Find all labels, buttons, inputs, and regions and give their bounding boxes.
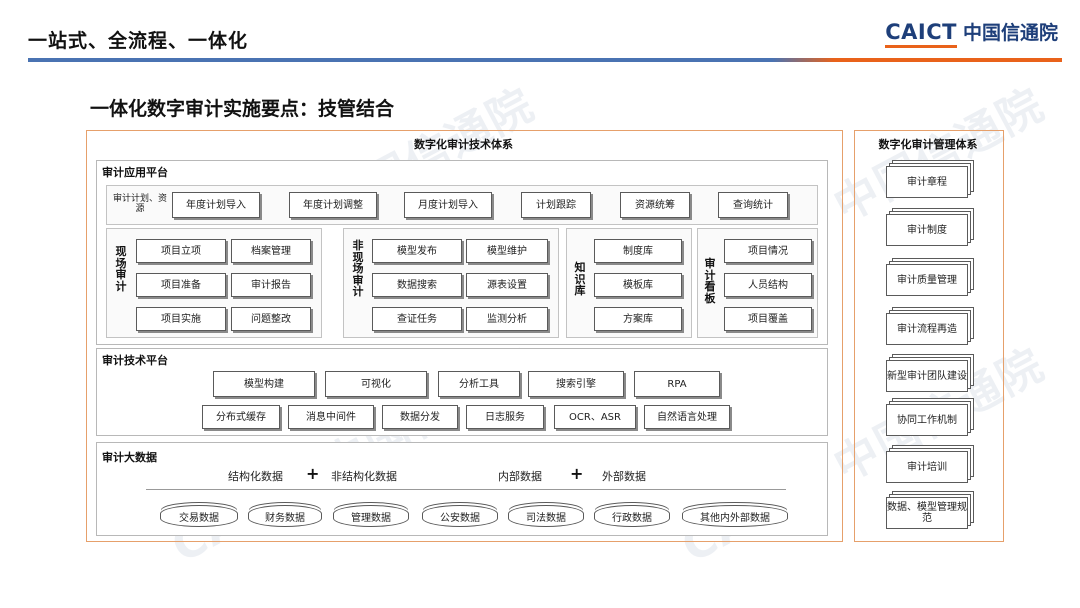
tech-item: RPA xyxy=(634,371,720,397)
dashboard-item: 人员结构 xyxy=(724,273,812,297)
logo-english: CAICT xyxy=(885,20,957,48)
caict-logo: CAICT 中国信通院 xyxy=(885,18,1058,48)
offsite-item: 模型维护 xyxy=(466,239,548,263)
data-source: 其他内外部数据 xyxy=(682,505,788,527)
tech-item: 消息中间件 xyxy=(288,405,374,429)
tech-system-frame xyxy=(86,130,843,542)
plan-annual-adjust: 年度计划调整 xyxy=(289,192,377,218)
data-source: 管理数据 xyxy=(333,505,409,527)
onsite-audit-label: 现场审计 xyxy=(115,245,127,293)
onsite-item: 档案管理 xyxy=(231,239,311,263)
unstructured-data-label: 非结构化数据 xyxy=(331,470,397,483)
logo-chinese: 中国信通院 xyxy=(962,22,1058,44)
plan-query: 查询统计 xyxy=(718,192,788,218)
data-source: 公安数据 xyxy=(422,505,498,527)
audit-tech-platform-title: 审计技术平台 xyxy=(102,354,168,367)
tech-item: OCR、ASR xyxy=(554,405,636,429)
tech-item: 自然语言处理 xyxy=(644,405,730,429)
dashboard-item: 项目覆盖 xyxy=(724,307,812,331)
data-source: 财务数据 xyxy=(248,505,322,527)
tech-item: 数据分发 xyxy=(382,405,458,429)
mgmt-item: 新型审计团队建设 xyxy=(886,360,968,392)
plan-tracking: 计划跟踪 xyxy=(521,192,591,218)
knowledge-item: 方案库 xyxy=(594,307,682,331)
plan-row-label: 审计计划、资源 xyxy=(112,194,167,214)
data-source: 司法数据 xyxy=(508,505,584,527)
tech-item: 日志服务 xyxy=(466,405,544,429)
data-source: 交易数据 xyxy=(160,505,238,527)
plan-resource: 资源统筹 xyxy=(620,192,690,218)
knowledge-item: 模板库 xyxy=(594,273,682,297)
dashboard-item: 项目情况 xyxy=(724,239,812,263)
onsite-item: 项目实施 xyxy=(136,307,226,331)
offsite-item: 数据搜索 xyxy=(372,273,462,297)
mgmt-item: 协同工作机制 xyxy=(886,404,968,436)
onsite-item: 项目准备 xyxy=(136,273,226,297)
mgmt-system-title: 数字化审计管理体系 xyxy=(878,138,978,151)
offsite-item: 源表设置 xyxy=(466,273,548,297)
structured-data-label: 结构化数据 xyxy=(228,470,283,483)
offsite-item: 查证任务 xyxy=(372,307,462,331)
tech-item: 分析工具 xyxy=(438,371,520,397)
mgmt-item: 审计质量管理 xyxy=(886,264,968,296)
big-data-divider xyxy=(146,489,786,490)
knowledge-base-label: 知识库 xyxy=(574,261,586,298)
tech-item: 分布式缓存 xyxy=(202,405,280,429)
onsite-item: 项目立项 xyxy=(136,239,226,263)
plus-sign: + xyxy=(570,464,584,483)
header-divider xyxy=(28,58,1062,62)
offsite-item: 模型发布 xyxy=(372,239,462,263)
onsite-item: 审计报告 xyxy=(231,273,311,297)
audit-big-data-title: 审计大数据 xyxy=(102,451,157,464)
internal-data-label: 内部数据 xyxy=(498,470,542,483)
tech-system-title: 数字化审计技术体系 xyxy=(414,138,513,151)
plan-monthly-import: 月度计划导入 xyxy=(404,192,492,218)
tech-item: 模型构建 xyxy=(213,371,315,397)
tech-item: 可视化 xyxy=(325,371,427,397)
onsite-item: 问题整改 xyxy=(231,307,311,331)
offsite-item: 监测分析 xyxy=(466,307,548,331)
plan-annual-import: 年度计划导入 xyxy=(172,192,260,218)
mgmt-item: 审计章程 xyxy=(886,166,968,198)
plus-sign: + xyxy=(306,464,320,483)
mgmt-item: 审计培训 xyxy=(886,451,968,483)
mgmt-item: 数据、模型管理规范 xyxy=(886,497,968,529)
knowledge-item: 制度库 xyxy=(594,239,682,263)
data-source: 行政数据 xyxy=(594,505,670,527)
mgmt-system-frame xyxy=(854,130,1004,542)
external-data-label: 外部数据 xyxy=(602,470,646,483)
tech-item: 搜索引擎 xyxy=(528,371,624,397)
mgmt-item: 审计制度 xyxy=(886,214,968,246)
slide-subtitle: 一体化数字审计实施要点：技管结合 xyxy=(90,98,395,120)
audit-dashboard-label: 审计看板 xyxy=(704,257,716,305)
offsite-audit-label: 非现场审计 xyxy=(352,239,364,299)
mgmt-item: 审计流程再造 xyxy=(886,313,968,345)
audit-app-platform-title: 审计应用平台 xyxy=(102,166,168,179)
page-title: 一站式、全流程、一体化 xyxy=(28,30,249,52)
